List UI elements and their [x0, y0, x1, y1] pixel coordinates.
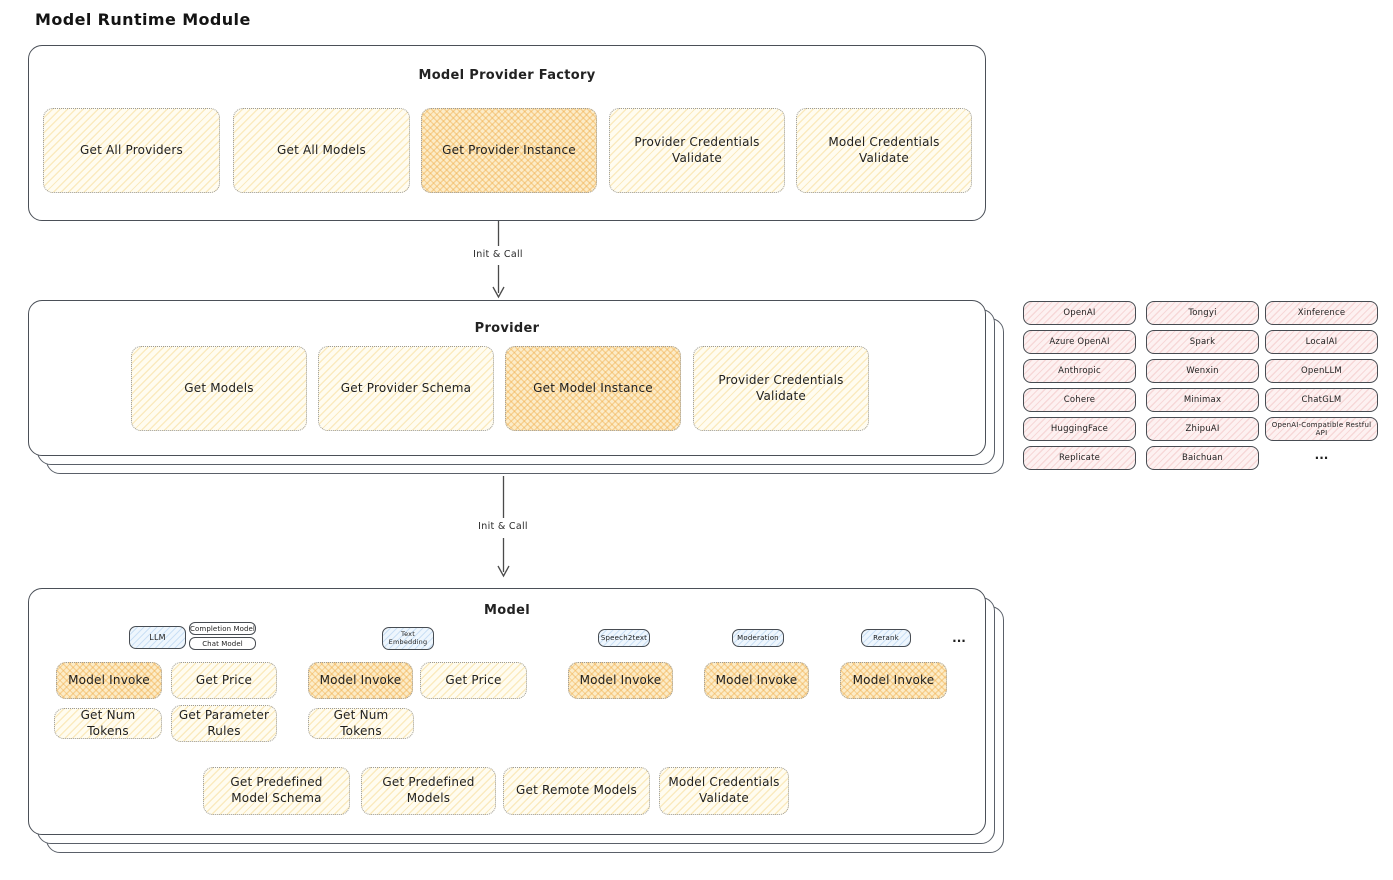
model-box-invoke-moderation: Model Invoke	[704, 662, 809, 699]
tag-llm: LLM	[129, 626, 186, 649]
init-call-arrow-2	[497, 476, 510, 578]
model-box-get-price-text-embedding: Get Price	[420, 662, 527, 699]
provider-pill: Tongyi	[1146, 301, 1259, 325]
model-box-get-remote-models: Get Remote Models	[503, 767, 650, 815]
provider-pill: OpenAI-Compatible Restful API	[1265, 417, 1378, 441]
factory-box-get-all-providers: Get All Providers	[43, 108, 220, 193]
provider-pill: HuggingFace	[1023, 417, 1136, 441]
provider-pill: OpenLLM	[1265, 359, 1378, 383]
factory-container: Model Provider Factory Get All Providers…	[28, 45, 986, 221]
model-box-get-parameter-rules: Get Parameter Rules	[171, 705, 277, 742]
model-box-get-num-tokens-text-embedding: Get Num Tokens	[308, 708, 414, 739]
page-title: Model Runtime Module	[35, 10, 251, 29]
provider-pill: Replicate	[1023, 446, 1136, 470]
provider-pill: Cohere	[1023, 388, 1136, 412]
provider-pill: LocalAI	[1265, 330, 1378, 354]
provider-container: Provider Get Models Get Provider Schema …	[28, 300, 986, 456]
init-call-arrow-1	[492, 221, 505, 299]
model-container: Model LLM Completion Model Chat Model Te…	[28, 588, 986, 835]
tag-speech2text: Speech2text	[598, 629, 650, 647]
provider-pill: Spark	[1146, 330, 1259, 354]
provider-pill: Wenxin	[1146, 359, 1259, 383]
tag-moderation: Moderation	[732, 629, 784, 647]
provider-pill: Minimax	[1146, 388, 1259, 412]
provider-pill: OpenAI	[1023, 301, 1136, 325]
init-call-label-2: Init & Call	[478, 521, 528, 532]
tag-text-embedding: Text Embedding	[382, 627, 434, 650]
provider-box-provider-credentials-validate: Provider Credentials Validate	[693, 346, 869, 431]
provider-grid-more: ...	[1314, 448, 1329, 462]
model-box-invoke-speech2text: Model Invoke	[568, 662, 673, 699]
factory-box-get-all-models: Get All Models	[233, 108, 410, 193]
model-box-invoke-llm: Model Invoke	[56, 662, 162, 699]
provider-pill: ZhipuAI	[1146, 417, 1259, 441]
model-box-get-predefined-models: Get Predefined Models	[361, 767, 496, 815]
provider-box-get-model-instance: Get Model Instance	[505, 346, 681, 431]
model-box-invoke-rerank: Model Invoke	[840, 662, 947, 699]
tag-chat-model: Chat Model	[189, 637, 256, 650]
provider-box-get-provider-schema: Get Provider Schema	[318, 346, 494, 431]
provider-title: Provider	[474, 321, 540, 336]
model-box-get-price-llm: Get Price	[171, 662, 277, 699]
model-box-invoke-text-embedding: Model Invoke	[308, 662, 413, 699]
factory-box-get-provider-instance: Get Provider Instance	[421, 108, 597, 193]
factory-title: Model Provider Factory	[418, 68, 596, 83]
provider-pill: Xinference	[1265, 301, 1378, 325]
model-tags-more: ...	[952, 631, 966, 645]
provider-pill: Baichuan	[1146, 446, 1259, 470]
factory-box-provider-credentials-validate: Provider Credentials Validate	[609, 108, 785, 193]
tag-completion-model: Completion Model	[189, 622, 256, 635]
provider-box-get-models: Get Models	[131, 346, 307, 431]
model-box-get-predefined-model-schema: Get Predefined Model Schema	[203, 767, 350, 815]
provider-pill: Anthropic	[1023, 359, 1136, 383]
provider-pill: ChatGLM	[1265, 388, 1378, 412]
provider-pill: Azure OpenAI	[1023, 330, 1136, 354]
model-title: Model	[484, 603, 530, 618]
factory-box-model-credentials-validate: Model Credentials Validate	[796, 108, 972, 193]
model-box-get-num-tokens-llm: Get Num Tokens	[54, 708, 162, 739]
tag-rerank: Rerank	[861, 629, 911, 647]
init-call-label-1: Init & Call	[473, 249, 523, 260]
model-box-model-credentials-validate: Model Credentials Validate	[659, 767, 789, 815]
